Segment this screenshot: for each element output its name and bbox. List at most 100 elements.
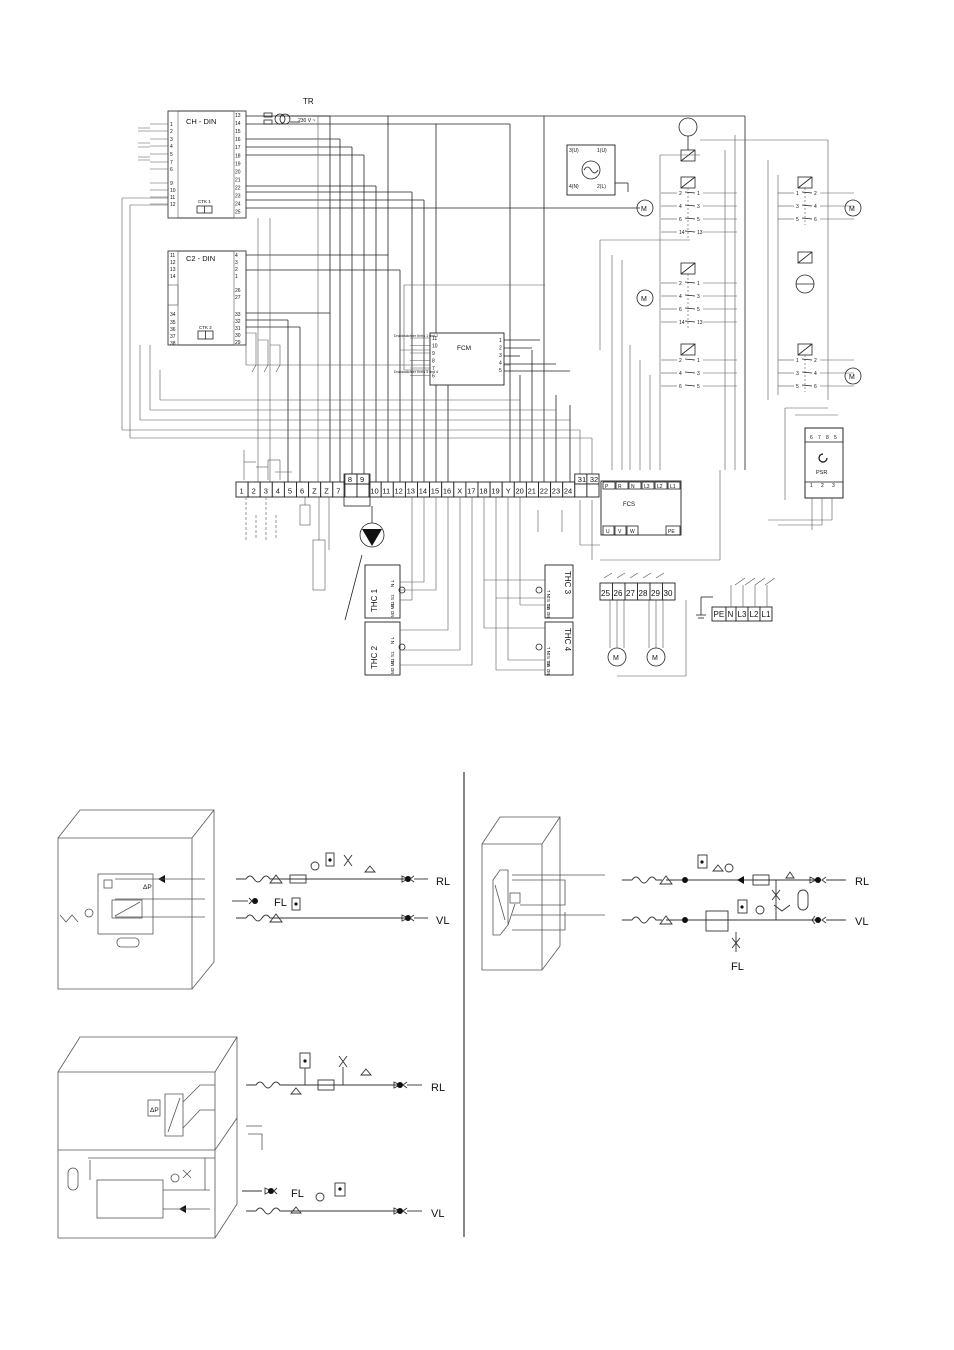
ch-din-left-pin: 1	[170, 122, 173, 128]
terminal: 17	[467, 487, 475, 496]
fan-terminal: 30	[664, 589, 673, 598]
contactor-pin: 6	[679, 217, 682, 223]
supply-terminal: PE	[714, 610, 725, 619]
terminal: 31	[578, 475, 586, 484]
terminal: 6	[300, 487, 304, 496]
ch-din-left-pin: 12	[170, 202, 176, 208]
terminal: 12	[395, 487, 403, 496]
thc-label: THC 2	[370, 645, 379, 669]
contactor-pin: 14	[679, 230, 685, 236]
fan-terminal: 28	[639, 589, 648, 598]
psr-bottom-pin: 1	[810, 483, 813, 489]
fcm-right-pin: 4	[499, 361, 502, 367]
contactor-pin: 6	[814, 384, 817, 390]
c2-din-right-pin: 27	[235, 295, 241, 301]
fcm-left-pin: 11	[432, 336, 437, 342]
c2-din-ctk-label: CTK 2	[199, 325, 212, 330]
c2-din-left-pin: 38	[170, 341, 176, 347]
fcm-right-pin: 1	[499, 338, 502, 344]
ch-din-right-pin: 25	[235, 210, 241, 216]
thc-label: THC 3	[563, 571, 572, 595]
contactor-pin: 3	[697, 371, 700, 377]
terminal: 16	[443, 487, 451, 496]
ch-din-left-pin: 4	[170, 144, 173, 150]
fcs-bottom-pin: U	[606, 529, 610, 535]
psr-label: PSR	[816, 470, 827, 476]
fcm-right-pin: 3	[499, 353, 502, 359]
thc-pins: M2 M1	[390, 660, 395, 674]
thc-pins: S1 S1	[546, 653, 551, 666]
terminal: 15	[431, 487, 439, 496]
fan-motor-2-label: M	[652, 655, 658, 662]
c2-din-right-pin: 1	[235, 274, 238, 280]
contactor-pin: 13	[697, 320, 703, 326]
psr-top-pin: 5	[834, 435, 837, 441]
contactor-pin: 5	[697, 384, 700, 390]
terminal: 24	[564, 487, 572, 496]
c2-din-right-pin: 2	[235, 267, 238, 273]
fcs-top-pin: L3	[644, 484, 650, 490]
contactor-pin: 6	[679, 384, 682, 390]
terminal: 9	[360, 475, 364, 484]
switch-pin-1u: 1(U)	[597, 148, 607, 154]
psr-bottom-pin: 2	[821, 483, 824, 489]
vl-label-3: VL	[431, 1208, 444, 1220]
hydraulic-panel-1: ΔP RL FL	[57, 809, 450, 990]
terminal: 2	[252, 487, 256, 496]
pipe-run-rl-3: RL	[246, 1052, 445, 1095]
contactor-pin: 3	[796, 371, 799, 377]
vl-label-1: VL	[436, 915, 449, 927]
c2-din-right-pin: 26	[235, 288, 241, 294]
ch-din-label: CH - DIN	[186, 117, 216, 126]
hydraulic-panel-3: ΔP RL	[57, 1036, 445, 1239]
ch-din-right-pin: 23	[235, 194, 241, 200]
contactor-pin: 4	[679, 204, 682, 210]
fcm-label: FCM	[457, 345, 471, 352]
fcs-pe-label: PE	[668, 529, 675, 535]
thc-pins: S1 S1	[390, 594, 395, 607]
contactor-pin: 2	[679, 191, 682, 197]
fcs-bottom-pin: V	[618, 529, 622, 535]
transformer: TR 230 V ~	[263, 97, 330, 125]
fl-label-1: FL	[274, 897, 287, 909]
thc-pins: M2 M1	[546, 661, 551, 675]
c2-din-right-pin: 4	[235, 253, 238, 259]
contactor-pin: 1	[796, 358, 799, 364]
terminal: 4	[276, 487, 280, 496]
contactor-pin: 1	[697, 281, 700, 287]
contactor-pin: 3	[697, 294, 700, 300]
contactor-pin: 4	[814, 371, 817, 377]
hydraulic-panel-2: RL VL FL	[481, 816, 869, 973]
c2-din-left-pin: 14	[170, 274, 176, 280]
thc-label: THC 4	[563, 628, 572, 652]
terminal: 11	[382, 487, 390, 496]
fcm-left-pin: 6	[432, 374, 435, 380]
supply-terminal: L1	[762, 610, 771, 619]
pipe-run-vl-2: VL FL	[622, 880, 868, 973]
thc-pins: N L	[546, 589, 551, 597]
terminal: 13	[407, 487, 415, 496]
c2-din-right-pin: 3	[235, 260, 238, 266]
ch-din-right-pin: 18	[235, 153, 241, 159]
fcs-bottom-pin: W	[630, 529, 635, 535]
transformer-label: TR	[303, 97, 314, 106]
thc-pins: N L	[546, 646, 551, 654]
ch-din-left-pin: 11	[170, 195, 175, 201]
transformer-voltage: 230 V ~	[298, 118, 315, 124]
terminal: 8	[348, 475, 352, 484]
c2-din-left-pin: 11	[170, 253, 175, 259]
ch-din-right-pin: 21	[235, 177, 241, 183]
pipe-run-rl-2: RL	[622, 854, 869, 888]
contactor-pin: 3	[697, 204, 700, 210]
rl-label-1: RL	[436, 876, 450, 888]
terminal: 18	[479, 487, 487, 496]
